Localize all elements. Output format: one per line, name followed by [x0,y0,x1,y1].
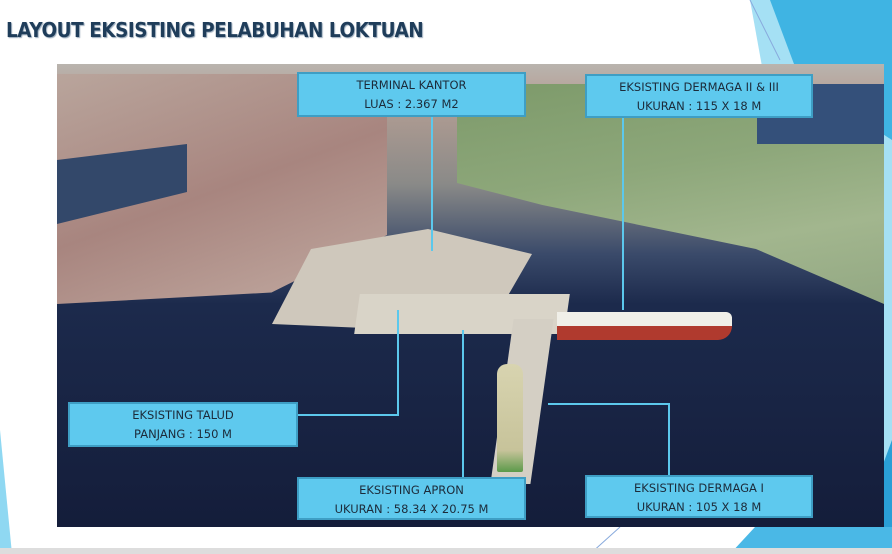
label-apron: EKSISTING APRON UKURAN : 58.34 X 20.75 M [297,477,526,520]
label-dermaga-1-title: EKSISTING DERMAGA I [634,481,764,495]
connector-dermaga-1-h [548,403,670,405]
label-apron-title: EKSISTING APRON [359,483,464,497]
aerial-port-image [57,64,884,527]
label-dermaga-2-3-size: UKURAN : 115 X 18 M [636,99,762,113]
label-talud-title: EKSISTING TALUD [132,408,234,422]
slide-decoration-left [0,430,12,554]
label-terminal-kantor: TERMINAL KANTOR LUAS : 2.367 M2 [297,72,526,117]
connector-talud-v [397,310,399,416]
label-dermaga-1: EKSISTING DERMAGA I UKURAN : 105 X 18 M [585,475,813,518]
cruise-ship [557,312,732,340]
label-apron-size: UKURAN : 58.34 X 20.75 M [334,502,489,516]
slide-title: LAYOUT EKSISTING PELABUHAN LOKTUAN [6,18,424,42]
label-dermaga-2-3: EKSISTING DERMAGA II & III UKURAN : 115 … [585,74,813,118]
label-terminal-title: TERMINAL KANTOR [356,78,467,92]
bottom-bar [0,548,892,554]
label-dermaga-1-size: UKURAN : 105 X 18 M [636,500,762,514]
ferry-boat [497,364,523,472]
connector-apron [462,330,464,477]
label-talud: EKSISTING TALUD PANJANG : 150 M [68,402,298,447]
label-terminal-area: LUAS : 2.367 M2 [364,97,459,111]
label-talud-length: PANJANG : 150 M [134,427,232,441]
connector-terminal [431,116,433,251]
connector-dermaga-1-v [668,403,670,475]
connector-talud-h [297,414,398,416]
connector-dermaga-2-3 [622,117,624,310]
label-dermaga-2-3-title: EKSISTING DERMAGA II & III [619,80,779,94]
